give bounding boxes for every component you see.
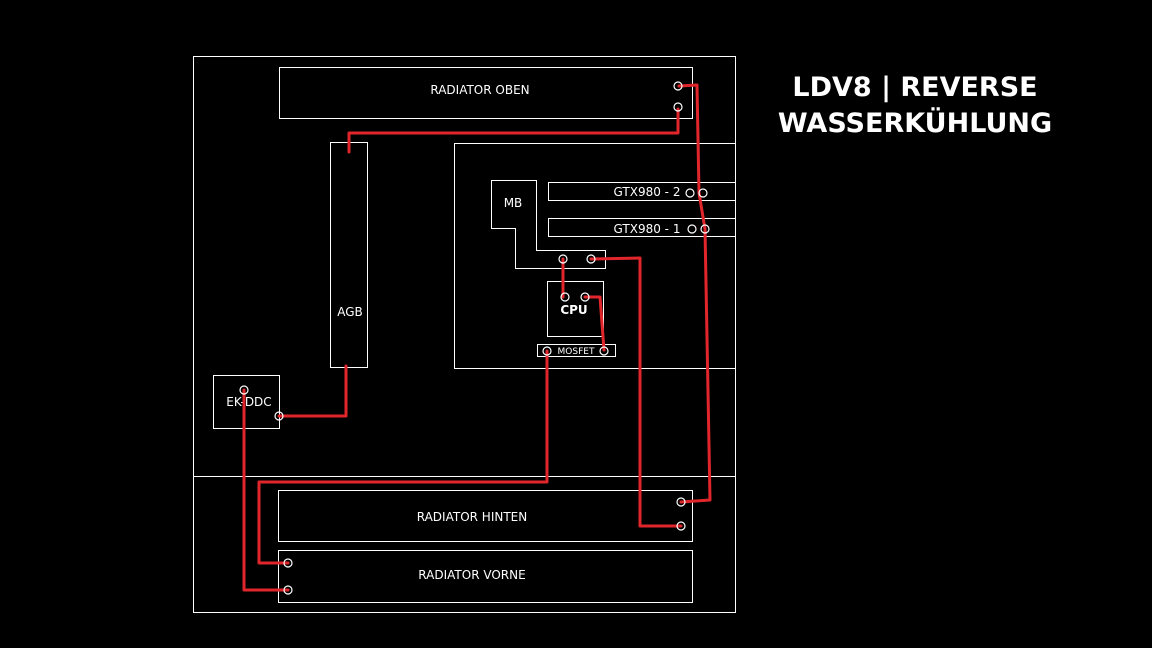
radiator-top-label: RADIATOR OBEN — [430, 83, 529, 97]
radiator-top: RADIATOR OBEN — [279, 67, 693, 119]
pipe-radiator-top-to-gpu2 — [677, 83, 701, 195]
pump-label: EK-DDC — [226, 395, 271, 409]
port-radiator-rear-2 — [676, 521, 686, 531]
pipe-radiator-top-to-reservoir — [347, 107, 680, 154]
gpu-2: GTX980 - 2 — [548, 182, 736, 201]
motherboard-area — [454, 143, 736, 369]
gpu-1: GTX980 - 1 — [548, 218, 736, 237]
pipe-cpu-to-mosfet — [583, 295, 606, 352]
port-radiator-rear-1 — [676, 497, 686, 507]
reservoir: AGB — [330, 142, 368, 368]
port-pump-2 — [274, 411, 284, 421]
title-line-1: LDV8 | REVERSE — [792, 72, 1038, 103]
port-mb-2 — [586, 254, 596, 264]
port-gpu2-1 — [685, 188, 695, 198]
gpu-1-label: GTX980 - 1 — [614, 222, 681, 236]
port-pump-1 — [239, 385, 249, 395]
reservoir-label: AGB — [337, 305, 363, 319]
diagram-title: LDV8 | REVERSE WASSERKÜHLUNG — [760, 70, 1070, 142]
ports — [239, 81, 710, 595]
motherboard-label: MB — [504, 196, 523, 210]
port-radiator-front-2 — [283, 585, 293, 595]
cpu-label: CPU — [560, 303, 587, 317]
pipe-gpu1-to-radiator-rear — [679, 227, 712, 504]
pump: EK-DDC — [213, 375, 280, 429]
pipe-gpu-bridge — [697, 191, 707, 231]
pipe-reservoir-to-pump — [277, 364, 348, 418]
port-mosfet-1 — [542, 346, 552, 356]
port-radiator-top-1 — [673, 81, 683, 91]
mosfet: MOSFET — [537, 344, 616, 357]
radiator-front-label: RADIATOR VORNE — [418, 568, 525, 582]
title-line-2: WASSERKÜHLUNG — [777, 108, 1053, 139]
port-radiator-front-1 — [283, 558, 293, 568]
gpu-2-label: GTX980 - 2 — [614, 185, 681, 199]
port-gpu1-1 — [687, 224, 697, 234]
port-cpu-2 — [580, 292, 590, 302]
port-mb-1 — [558, 254, 568, 264]
port-gpu1-2 — [700, 224, 710, 234]
port-cpu-1 — [560, 292, 570, 302]
pipe-mb-to-radiator-rear — [589, 256, 683, 528]
radiator-rear-label: RADIATOR HINTEN — [417, 510, 527, 524]
port-mosfet-2 — [599, 346, 609, 356]
pipe-mosfet-to-radiator-front — [257, 349, 549, 565]
case-outline — [193, 56, 736, 613]
coolant-pipes — [242, 83, 712, 592]
motherboard: MB — [491, 180, 606, 269]
radiator-front: RADIATOR VORNE — [278, 550, 693, 603]
cpu: CPU — [547, 281, 604, 337]
mosfet-label: MOSFET — [558, 347, 595, 357]
radiator-rear: RADIATOR HINTEN — [278, 490, 693, 542]
port-gpu2-2 — [698, 188, 708, 198]
port-radiator-top-2 — [673, 102, 683, 112]
pipe-pump-to-radiator-front — [242, 388, 290, 592]
